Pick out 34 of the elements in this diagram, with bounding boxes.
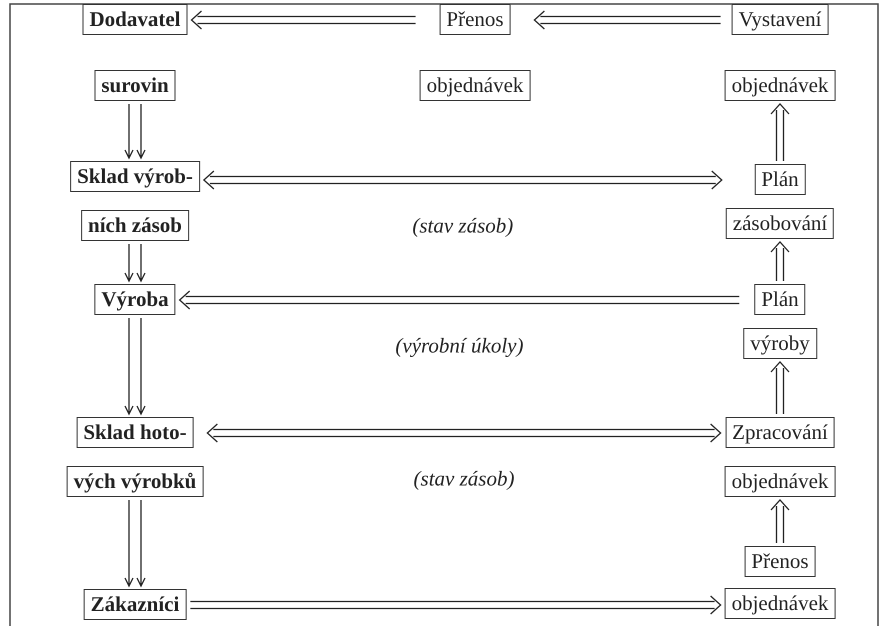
double-arrow <box>533 10 722 30</box>
text-box: Zpracování <box>725 417 835 448</box>
text-box: Přenos <box>744 546 816 577</box>
double-arrow <box>202 170 723 190</box>
arrow-pair <box>124 103 146 160</box>
text-box: Plán <box>754 284 806 315</box>
arrow-pair <box>124 317 146 416</box>
double-arrow <box>190 10 416 30</box>
text-box: objednávek <box>724 466 836 497</box>
double-arrow <box>770 241 790 282</box>
double-arrow <box>770 361 790 415</box>
text-box: vých výrobků <box>66 466 204 497</box>
text-box: Vystavení <box>732 4 828 35</box>
text-box: výroby <box>743 328 817 359</box>
text-box: Výroba <box>94 284 176 315</box>
text-box: ních zásob <box>81 210 189 241</box>
text-box: Přenos <box>439 4 511 35</box>
text-box: objednávek <box>724 588 836 619</box>
text-box: Dodavatel <box>82 4 188 35</box>
double-arrow <box>770 103 790 162</box>
text-box: objednávek <box>724 70 836 101</box>
double-arrow <box>190 595 722 615</box>
text-box: Zákazníci <box>84 589 186 620</box>
arrow-pair <box>124 499 146 588</box>
double-arrow <box>770 499 790 544</box>
text-box: objednávek <box>420 70 530 101</box>
text-box: Sklad výrob- <box>70 161 200 192</box>
arrow-pair <box>124 243 146 282</box>
text-box: Plán <box>754 164 806 195</box>
text-box: Sklad hoto- <box>76 417 194 448</box>
double-arrow <box>178 290 740 310</box>
double-arrow <box>206 423 722 443</box>
text-box: surovin <box>94 70 176 101</box>
text-box: zásobování <box>726 208 834 239</box>
